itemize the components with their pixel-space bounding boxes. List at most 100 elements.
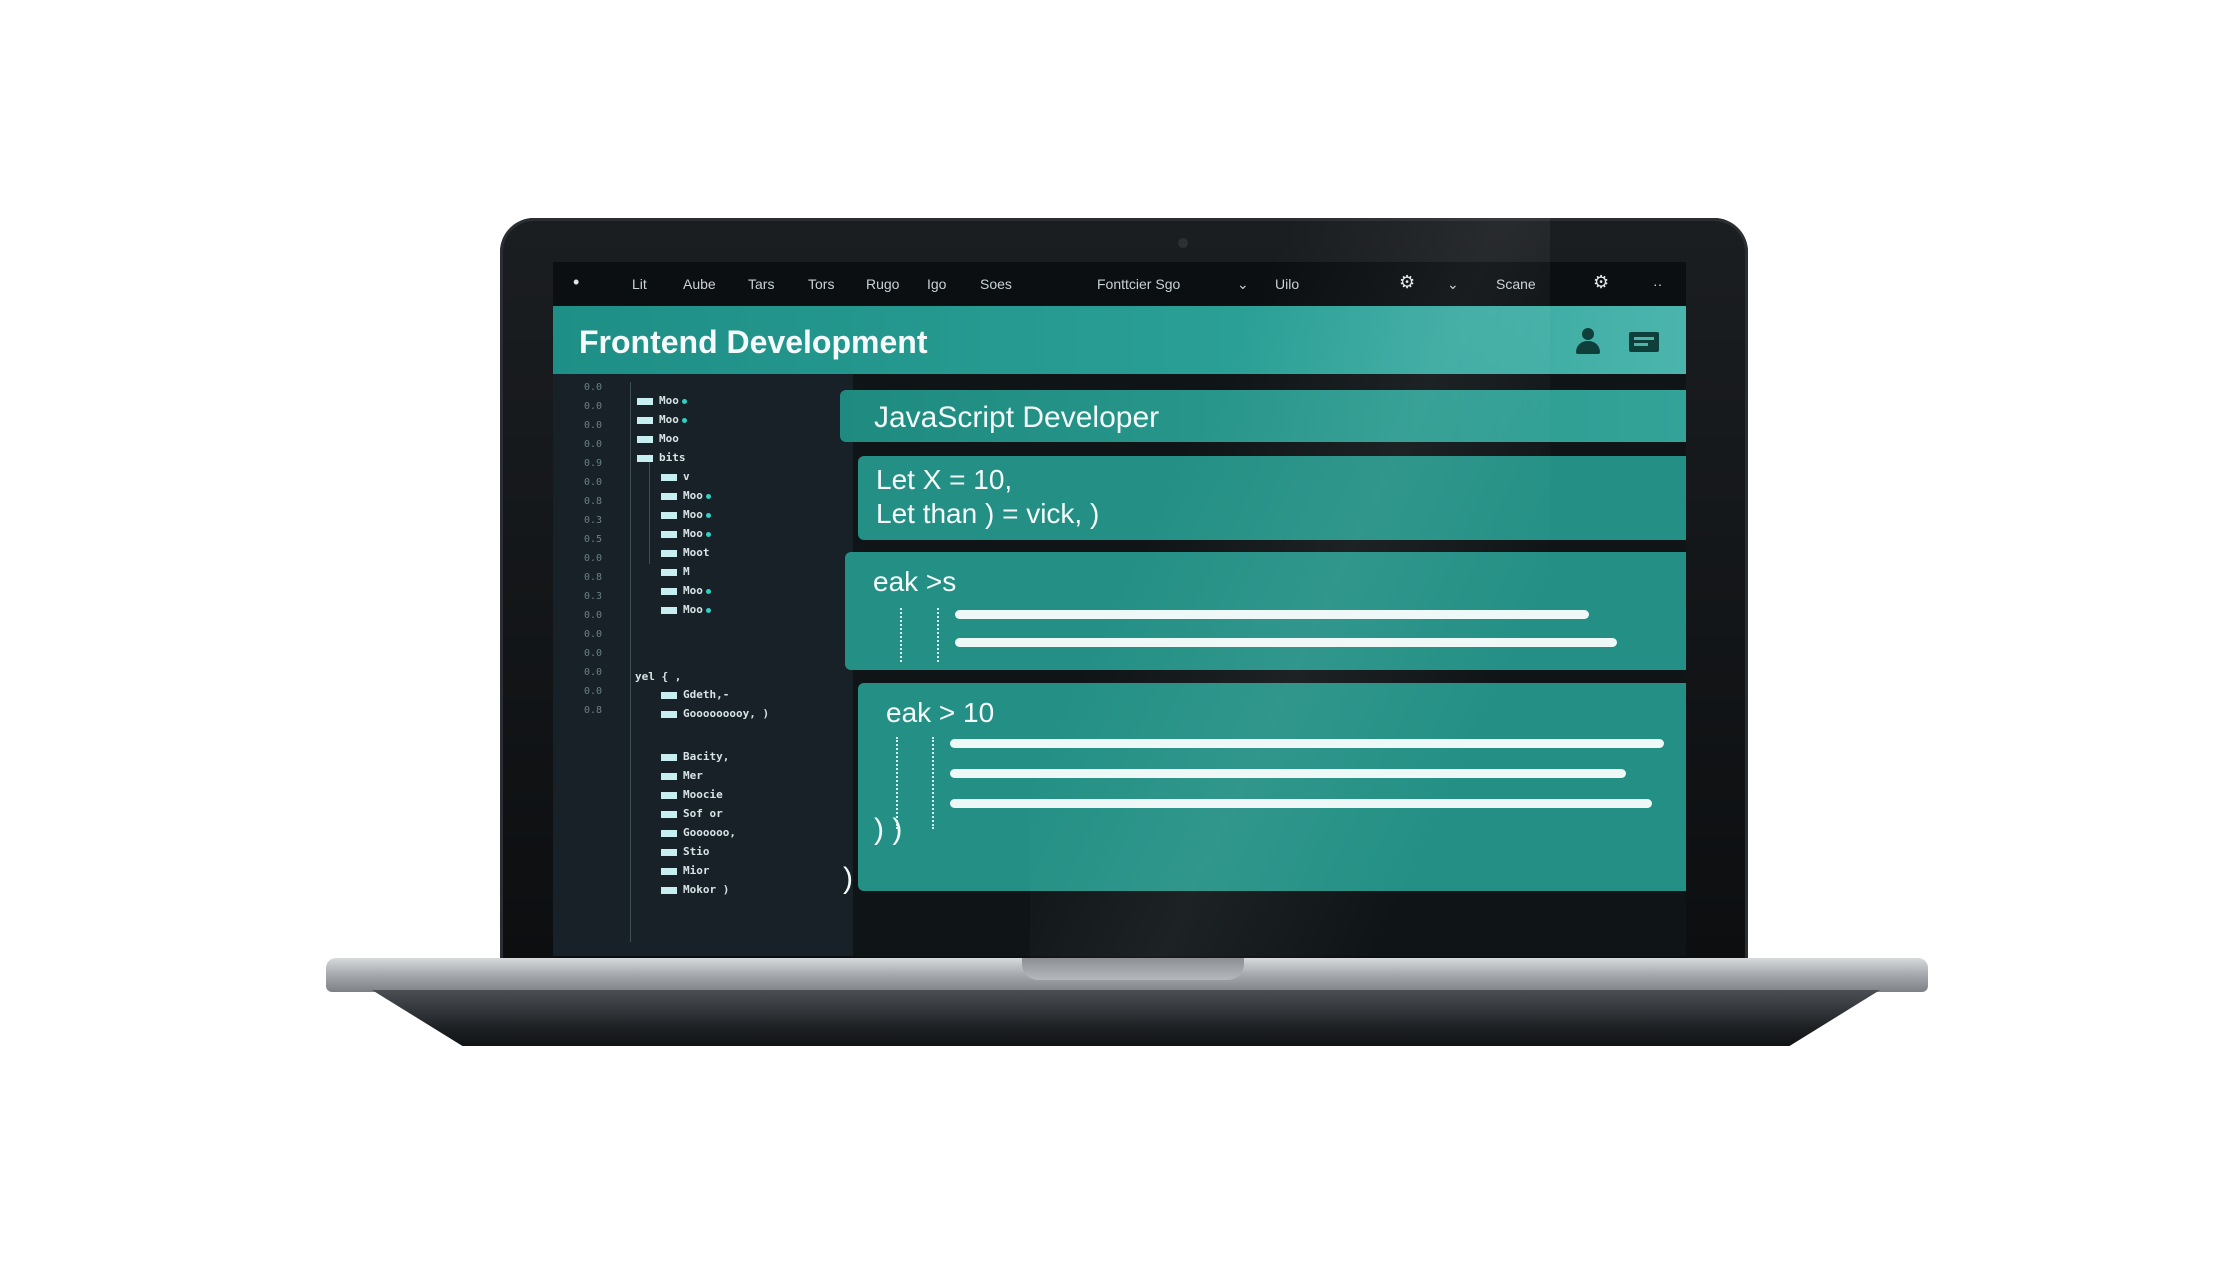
menu-card-icon[interactable]	[1629, 332, 1659, 352]
chevron-down-icon[interactable]: ⌄	[1237, 276, 1249, 292]
tree-item[interactable]: Moo	[661, 489, 711, 503]
menu-bar: • Lit Aube Tars Tors Rugo Igo Soes Fontt…	[553, 262, 1686, 306]
tree-item[interactable]: bits	[637, 451, 686, 465]
tree-item[interactable]: Mer	[661, 769, 703, 783]
code-placeholder-line	[950, 739, 1664, 748]
file-icon	[661, 810, 677, 818]
tree-item-label: Moo	[683, 489, 703, 502]
menu-item[interactable]: Tors	[808, 276, 835, 292]
file-icon	[637, 454, 653, 462]
file-icon	[661, 606, 677, 614]
line-number: 0.9	[584, 458, 603, 469]
closing-brace: )	[843, 862, 853, 895]
line-number: 0.0	[584, 401, 603, 412]
tree-item-label: M	[683, 565, 690, 578]
file-icon	[661, 549, 677, 557]
indent-guide	[900, 608, 904, 662]
tree-item[interactable]: Moo	[637, 432, 679, 446]
line-number: 0.8	[584, 705, 603, 716]
camera-icon	[1178, 238, 1188, 248]
tree-item[interactable]: Mokor )	[661, 883, 729, 897]
block-label: eak >s	[873, 566, 957, 597]
tree-item[interactable]: Moo	[661, 527, 711, 541]
tree-item[interactable]: Sof or	[661, 807, 723, 821]
tree-item[interactable]: Moot	[661, 546, 710, 560]
code-placeholder-line	[950, 799, 1652, 808]
tree-item-label: Stio	[683, 845, 710, 858]
tree-item[interactable]: Moo	[637, 394, 687, 408]
tree-item[interactable]: M	[661, 565, 690, 579]
file-icon	[661, 867, 677, 875]
tree-item[interactable]: Gooooooooy, )	[661, 707, 769, 721]
tree-item-label: Gooooooooy, )	[683, 707, 770, 720]
tree-item[interactable]: Bacity,	[661, 750, 729, 764]
menu-item[interactable]: Igo	[927, 276, 947, 292]
menu-item[interactable]: Soes	[980, 276, 1012, 292]
block-label: eak > 10	[886, 697, 995, 728]
closing-brace: ) )	[874, 813, 903, 846]
tree-item[interactable]: Gdeth,-	[661, 688, 729, 702]
menu-item[interactable]: Aube	[683, 276, 716, 292]
tree-item[interactable]: Moocie	[661, 788, 723, 802]
tree-item[interactable]: Mior	[661, 864, 710, 878]
tree-item-label: Moo	[683, 584, 703, 597]
laptop-hinge-notch	[1022, 958, 1244, 980]
file-icon	[661, 568, 677, 576]
tree-item[interactable]: v	[661, 470, 690, 484]
modified-dot-icon	[681, 417, 687, 423]
tree-item-label: Bacity,	[683, 750, 730, 763]
line-number: 0.8	[584, 496, 603, 507]
line-number: 0.5	[584, 534, 603, 545]
tree-group-label[interactable]: yel { ,	[635, 670, 682, 683]
code-panel: Let X = 10, Let than ) = vick, )	[858, 456, 1686, 540]
menu-item[interactable]: Scane	[1496, 276, 1536, 292]
section-title-bar: JavaScript Developer	[840, 390, 1686, 442]
file-icon	[661, 530, 677, 538]
line-number: 0.0	[584, 667, 603, 678]
tree-item[interactable]: Goooooo,	[661, 826, 736, 840]
user-icon[interactable]	[1575, 328, 1601, 356]
code-block: eak > 10 ) )	[858, 683, 1686, 891]
tree-item[interactable]: Moo	[661, 584, 711, 598]
code-placeholder-line	[955, 638, 1617, 647]
gear-icon[interactable]: ⚙	[1399, 272, 1416, 292]
file-icon	[661, 710, 677, 718]
line-number: 0.0	[584, 648, 603, 659]
indent-guide	[896, 737, 900, 829]
apple-icon[interactable]: •	[573, 272, 580, 292]
file-icon	[661, 791, 677, 799]
tree-item-label: Mokor )	[683, 883, 730, 896]
code-placeholder-line	[950, 769, 1626, 778]
page-title: Frontend Development	[579, 324, 928, 360]
indent-guide	[932, 737, 936, 829]
tree-item-label: Goooooo,	[683, 826, 736, 839]
line-number: 0.0	[584, 686, 603, 697]
menubar-center-text[interactable]: Fonttcier Sgo	[1097, 276, 1181, 292]
laptop-screen: • Lit Aube Tars Tors Rugo Igo Soes Fontt…	[553, 262, 1686, 956]
tree-item[interactable]: Stio	[661, 845, 710, 859]
menubar-small-text[interactable]: Uilo	[1275, 276, 1300, 292]
file-icon	[661, 886, 677, 894]
code-placeholder-line	[955, 610, 1589, 619]
chevron-down-icon[interactable]: ⌄	[1447, 276, 1459, 292]
settings-icon[interactable]: ⚙	[1593, 272, 1610, 292]
tree-item[interactable]: Moo	[661, 603, 711, 617]
code-block: eak >s	[845, 552, 1686, 670]
line-number: 0.3	[584, 515, 603, 526]
file-icon	[661, 587, 677, 595]
tree-item-label: Moocie	[683, 788, 723, 801]
menu-item[interactable]: Tars	[748, 276, 775, 292]
line-number: 0.0	[584, 420, 603, 431]
file-icon	[637, 416, 653, 424]
tree-item[interactable]: Moo	[661, 508, 711, 522]
tree-guide	[649, 454, 650, 564]
modified-dot-icon	[705, 493, 711, 499]
tree-item-label: Mer	[683, 769, 703, 782]
menu-item[interactable]: Rugo	[866, 276, 900, 292]
overflow-icon[interactable]: ··	[1653, 276, 1663, 292]
tree-item[interactable]: Moo	[637, 413, 687, 427]
menu-item[interactable]: Lit	[632, 276, 647, 292]
line-number: 0.0	[584, 553, 603, 564]
line-number: 0.0	[584, 439, 603, 450]
